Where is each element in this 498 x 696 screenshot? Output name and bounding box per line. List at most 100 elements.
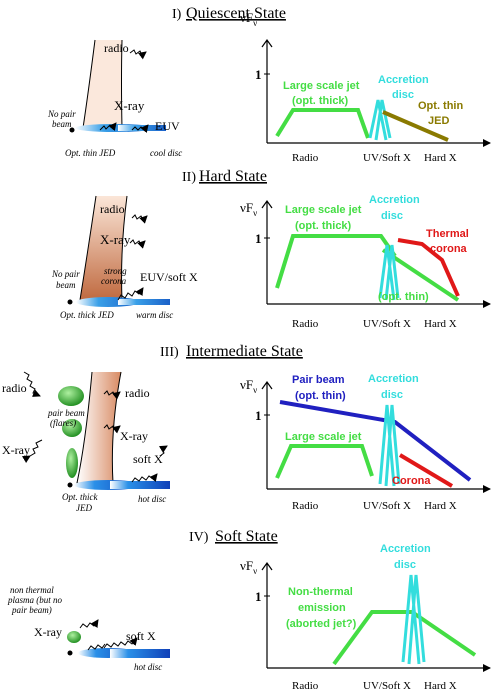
xray-right-label: X-ray — [120, 429, 148, 443]
panel-hard: II) Hard State radio X-ray strong corona… — [51, 168, 491, 330]
jed-label-2: JED — [76, 503, 92, 513]
x-tick-uv: UV/Soft X — [363, 500, 411, 512]
corona-label: Thermal — [426, 228, 469, 240]
hard-schematic: radio X-ray strong corona EUV/soft X No … — [51, 195, 198, 320]
quiescent-schematic: radio X-ray EUV No pair beam Opt. thin J… — [47, 39, 182, 158]
nonthermal-label: Non-thermal — [288, 586, 353, 598]
x-tick-radio: Radio — [292, 500, 319, 512]
y-axis — [261, 38, 273, 143]
nonthermal-label: non thermal — [10, 585, 54, 595]
y-axis — [261, 561, 273, 668]
y-axis-label: νFν — [240, 10, 257, 28]
y-tick-label: 1 — [255, 231, 262, 246]
hard-sed-plot: νFν 1 Radio UV/Soft X Hard X Large scale… — [240, 194, 491, 330]
quiescent-sed-plot: νFν 1 Radio UV/Soft X Hard X Large scale… — [240, 10, 491, 164]
disc-label: Accretion — [368, 373, 419, 385]
disc-label: cool disc — [150, 148, 182, 158]
jed-label-2: JED — [428, 115, 449, 127]
disc-label-2: disc — [394, 559, 416, 571]
x-tick-hardx: Hard X — [424, 680, 457, 692]
plasmoid — [67, 631, 81, 643]
radio-label: radio — [104, 41, 129, 55]
disc-label: Accretion — [378, 74, 429, 86]
xray-label: X-ray — [100, 232, 131, 247]
disc-curve — [378, 244, 400, 301]
disc-label: warm disc — [136, 310, 173, 320]
jet-curve — [275, 234, 397, 289]
y-axis-label: νFν — [240, 200, 257, 218]
strong-corona-label-2: corona — [101, 276, 127, 286]
y-tick-label: 1 — [255, 67, 262, 82]
x-tick-hardx: Hard X — [424, 318, 457, 330]
y-tick-label: 1 — [255, 408, 262, 423]
disc-label: hot disc — [134, 662, 162, 672]
jed-label: Opt. thick — [62, 492, 98, 502]
disc-label: hot disc — [138, 494, 166, 504]
x-tick-hardx: Hard X — [424, 152, 457, 164]
radio-left-label: radio — [2, 381, 27, 395]
plasmoid — [62, 419, 82, 437]
panel-quiescent: I) Quiescent State radio X-ray EUV No pa… — [47, 5, 491, 164]
strong-corona-label: strong — [104, 266, 127, 276]
xray-label: X-ray — [114, 98, 145, 113]
pair-beam-label: pair beam — [47, 408, 85, 418]
jet-label: Large scale jet — [285, 431, 362, 443]
x-tick-uv: UV/Soft X — [363, 318, 411, 330]
nonthermal-label-2: plasma (but no — [7, 595, 63, 605]
disc-label: Accretion — [380, 543, 431, 555]
panel-title: Hard State — [199, 168, 267, 185]
jet-label: Large scale jet — [285, 204, 362, 216]
jed-label: Opt. thin — [418, 100, 463, 112]
disc-curve — [401, 574, 426, 665]
nonthermal-label-3: pair beam) — [11, 605, 52, 615]
jed-label: Opt. thin JED — [65, 148, 116, 158]
intermediate-schematic: radio radio pair beam (flares) X-ray X-r… — [2, 371, 170, 513]
nonthermal-curve — [332, 610, 477, 666]
panel-number: IV) — [189, 530, 209, 545]
panel-title: Soft State — [215, 528, 278, 545]
corona-curve — [398, 453, 454, 488]
softx-label: soft X — [133, 452, 163, 466]
jet-label-2: (opt. thick) — [292, 95, 349, 107]
y-axis-label: νFν — [240, 377, 257, 395]
pair-beam-label: Pair beam — [292, 374, 345, 386]
panel-title: Intermediate State — [186, 343, 303, 360]
jet-label-2: (opt. thick) — [295, 220, 352, 232]
y-axis-label: νFν — [240, 558, 257, 576]
y-tick-label: 1 — [255, 589, 262, 604]
no-pair-beam-label-2: beam — [56, 280, 76, 290]
corona-curve — [397, 238, 460, 297]
x-tick-uv: UV/Soft X — [363, 152, 411, 164]
panel-number: II) — [182, 170, 196, 185]
opt-thin-label: (opt. thin) — [378, 291, 429, 303]
jet-curve — [275, 108, 370, 139]
euv-softx-label: EUV/soft X — [140, 270, 198, 284]
disc-label-2: disc — [381, 389, 403, 401]
corona-label-2: corona — [430, 243, 468, 255]
panel-soft: IV) Soft State non thermal plasma (but n… — [7, 528, 491, 692]
jed-curve — [382, 110, 449, 142]
y-axis — [261, 380, 273, 489]
plasmoid — [66, 448, 78, 478]
plasmoid — [58, 386, 84, 406]
panel-intermediate: III) Intermediate State radio radio pair… — [2, 343, 491, 513]
soft-sed-plot: νFν 1 Radio UV/Soft X Hard X Accretion d… — [240, 543, 491, 692]
soft-schematic: non thermal plasma (but no pair beam) X-… — [7, 585, 170, 672]
jet-thin-curve — [381, 248, 460, 302]
softx-label: soft X — [126, 629, 156, 643]
disc-label-2: disc — [381, 210, 403, 222]
x-tick-uv: UV/Soft X — [363, 680, 411, 692]
y-axis — [261, 199, 273, 304]
xray-label: X-ray — [34, 625, 62, 639]
panel-number: III) — [160, 345, 179, 360]
corona-label: Corona — [392, 475, 431, 487]
no-pair-beam-label: No pair — [47, 109, 76, 119]
nonthermal-label-2: emission — [298, 602, 346, 614]
x-tick-hardx: Hard X — [424, 500, 457, 512]
nonthermal-label-3: (aborted jet?) — [286, 618, 357, 630]
jet-curve — [275, 444, 374, 479]
no-pair-beam-label: No pair — [51, 269, 80, 279]
pair-beam-label-2: (flares) — [50, 418, 76, 428]
radio-right-label: radio — [125, 386, 150, 400]
